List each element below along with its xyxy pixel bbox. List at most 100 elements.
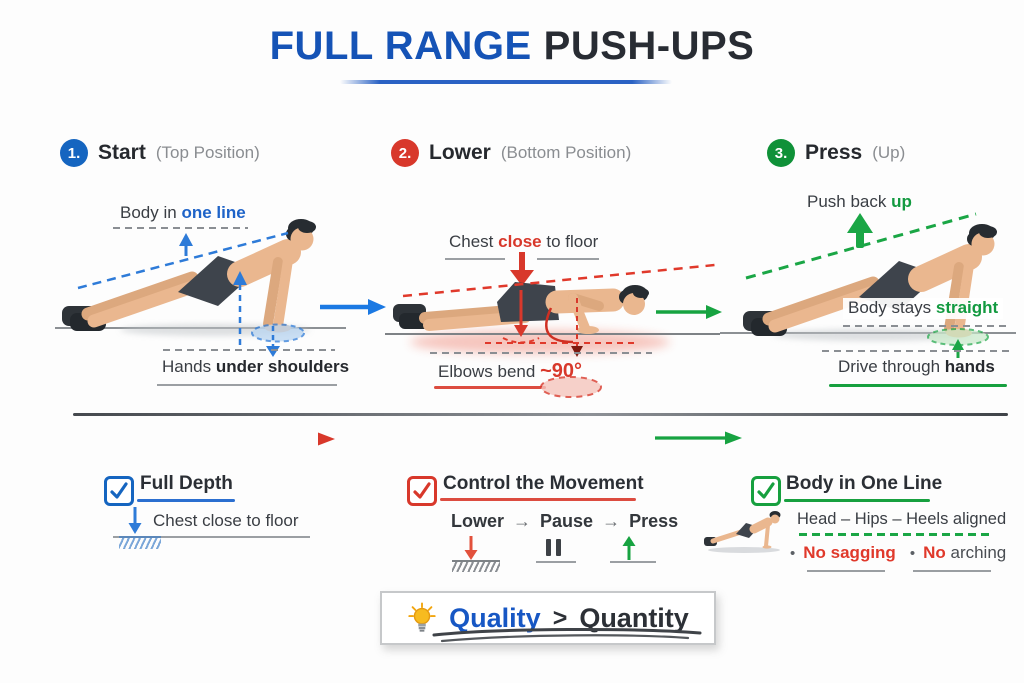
underline-elbows [434,386,546,389]
annotation-drive-through-hands: Drive through hands [838,357,995,377]
step-1-sublabel: (Top Position) [155,143,260,162]
flow-arrow-green-icon [655,431,742,445]
annotation-text: Push back [807,192,892,211]
checklist-title-control-movement: Control the Movement [443,473,644,494]
annotation-body-one-line: Body in one line [120,203,246,223]
elbow-target-ellipse [540,376,602,398]
annotation-text: to floor [541,232,599,251]
press-base-line [610,561,656,563]
floor-hatch-icon [452,560,500,572]
figure-press-up-position [720,212,1016,358]
step-3-label: Press [805,141,863,164]
sequence-step-pause: Pause [540,511,594,531]
underline-drive [829,384,1007,387]
mini-plank-figure [704,511,781,553]
step-2-header: 2. Lower (Bottom Position) [391,139,631,167]
checkmark-icon [413,482,431,499]
annotation-highlight: close [498,232,542,251]
right-arrow-icon: → [513,511,532,531]
step-1-header: 1. Start (Top Position) [60,139,260,167]
annotation-text: Body stays [848,298,936,317]
warning-no-sagging: No sagging [803,543,896,563]
warning-highlight: No [923,543,946,562]
hand-drive-ellipse [927,328,989,346]
sequence-step-lower: Lower [451,511,505,531]
warning-rest: arching [945,543,1007,562]
pause-base-line [536,561,576,563]
dashed-underline-alignment [799,533,991,536]
annotation-body-stays-straight: Body stays straight [843,298,1004,319]
annotation-text: Elbows bend [438,362,541,381]
bullet-icon: • [909,545,916,562]
annotation-highlight: under shoulders [215,357,350,376]
body-alignment-dashed-line [402,263,716,298]
title-part-dark: PUSH-UPS [543,24,755,68]
underline-no-sagging [807,570,885,572]
ground-line-small [113,536,310,538]
annotation-chest-close: Chest close to floor [449,232,598,252]
underline-full-depth [137,499,235,502]
checklist-title-full-depth: Full Depth [140,473,233,494]
pushup-man-bottom [393,282,649,334]
greater-than-icon: > [552,603,568,632]
transition-arrow-blue-icon [320,299,386,315]
body-shadow [773,329,973,341]
alignment-warnings: • No sagging • No arching [790,543,1006,563]
checklist-title-body-one-line: Body in One Line [786,473,943,494]
checkbox-control-movement [407,476,437,506]
right-arrow-icon: → [602,511,621,531]
pushup-man-top [62,219,316,333]
annotation-hands-under-shoulders: Hands under shoulders [162,357,349,377]
pushup-man-top [743,224,997,338]
flow-arrow-blue-red-icon [269,432,335,446]
step-3-header: 3. Press (Up) [767,139,905,167]
body-alignment-dashed-line [77,231,289,290]
elbow-angle-arc [545,298,583,357]
annotation-text: Drive through [838,357,945,376]
step-3-sublabel: (Up) [872,143,906,162]
step-3-badge: 3. [767,139,795,167]
checkbox-full-depth [104,476,134,506]
hand-position-ellipse [251,323,305,343]
checkmark-icon [110,482,128,499]
step-1-label: Start [98,141,146,164]
down-arrow-red-small-icon [464,536,478,560]
checkmark-icon [757,482,775,499]
up-arrow-icon [179,233,193,256]
checklist-detail-alignment: Head – Hips – Heels aligned [797,510,1007,528]
hand-vertical-guide-arrow [266,326,280,357]
push-up-arrow-icon [847,213,873,248]
bullet-icon: • [790,545,796,562]
dashed-line-body-level [113,227,248,229]
underline-no-arching [913,570,991,572]
footer-quantity: Quantity [579,602,689,633]
warning-highlight: No sagging [803,543,896,562]
checklist-detail-full-depth: Chest close to floor [153,511,299,530]
underline-chest-left [445,258,505,260]
down-arrow-red-icon [510,252,534,286]
figure-start-top-position [55,219,346,357]
dashed-line-hands-level-press [822,350,1012,352]
underline-chest-right [537,258,599,260]
step-2-sublabel: (Bottom Position) [500,143,632,162]
shoulder-vertical-guide-arrow [233,271,247,350]
underline-hands [157,384,337,386]
chest-drop-arrow [502,290,540,344]
transition-arrow-green-icon [656,305,722,319]
underline-body-one-line [784,499,930,502]
annotation-elbows-bend: Elbows bend ~90° [438,360,582,383]
annotation-highlight: hands [944,357,995,376]
annotation-highlight: straight [935,298,999,317]
dashed-line-hands-level [163,349,335,351]
step-2-badge: 2. [391,139,419,167]
title-underline [340,80,672,84]
dashed-line-straight-level [843,325,1011,327]
step-2-label: Lower [429,141,491,164]
annotation-push-back-up: Push back up [807,192,912,212]
sequence-step-press: Press [629,511,679,531]
annotation-highlight: up [891,192,912,211]
footer-quality: Quality [449,602,541,633]
figure-lower-bottom-position [385,263,720,357]
up-arrow-green-small-icon [622,536,636,560]
